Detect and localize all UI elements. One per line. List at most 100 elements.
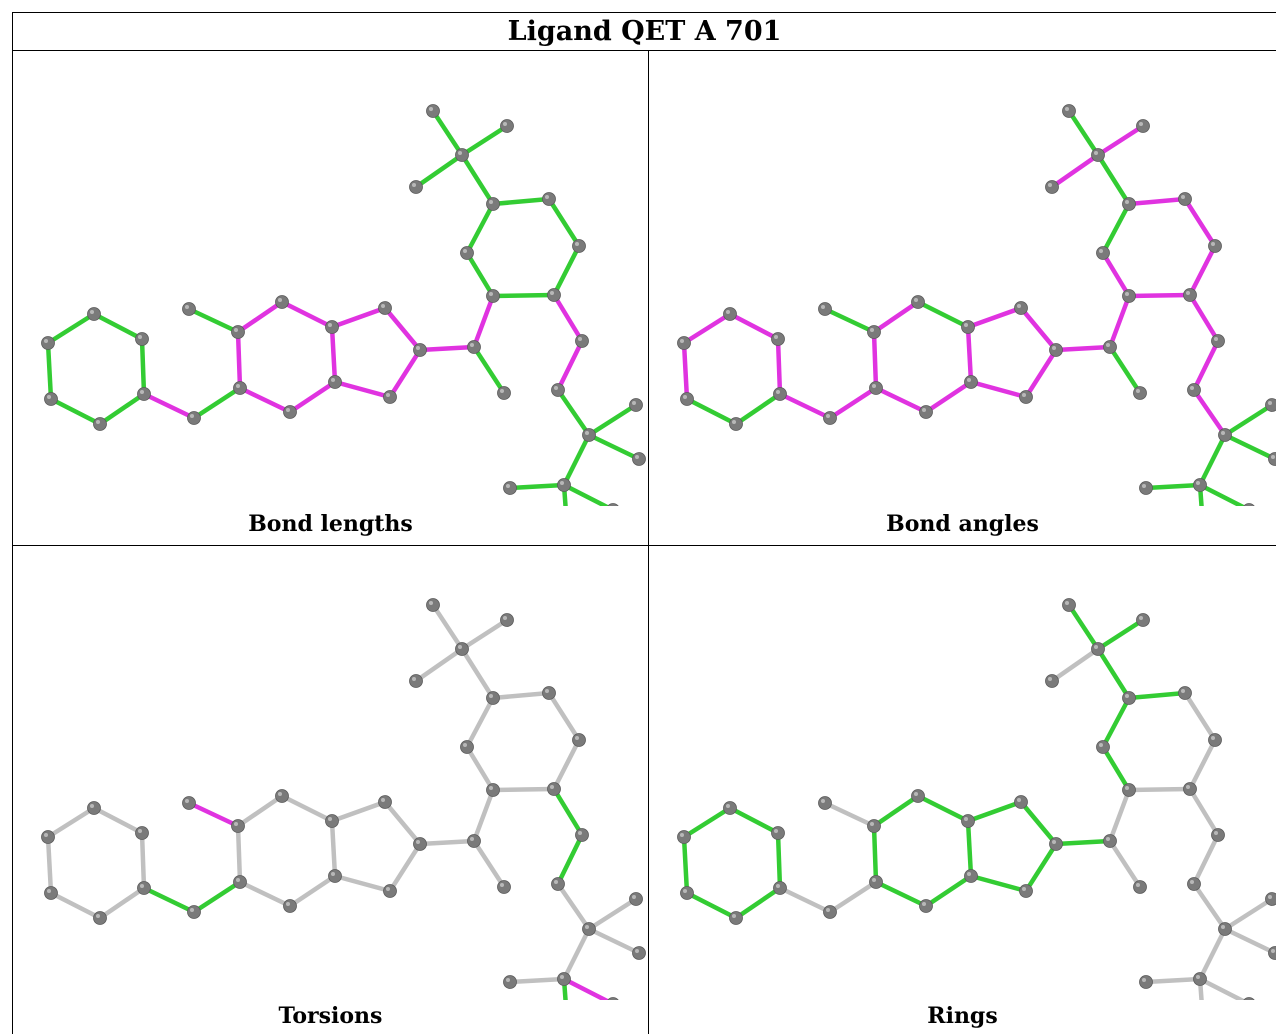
atom-0	[87, 801, 101, 815]
atom-highlight	[967, 872, 971, 876]
bond-30	[459, 617, 510, 652]
atom-highlight	[545, 195, 549, 199]
panel-caption: Torsions	[278, 1003, 383, 1029]
atom-8	[231, 819, 245, 833]
atom-highlight	[429, 601, 433, 605]
atom-highlight	[328, 323, 332, 327]
atom-highlight	[489, 292, 493, 296]
atom-highlight	[1017, 304, 1021, 308]
bond-5	[681, 311, 733, 346]
bond-18	[332, 873, 393, 894]
atom-highlight	[1181, 195, 1185, 199]
bond-8	[822, 800, 877, 829]
atom-highlight	[470, 343, 474, 347]
atom-1	[771, 826, 785, 840]
atom-highlight	[47, 889, 51, 893]
atom-27	[1136, 119, 1150, 133]
bond-15	[965, 799, 1024, 824]
atom-highlight	[914, 298, 918, 302]
atom-highlight	[774, 335, 778, 339]
atom-33	[629, 892, 643, 906]
atom-36	[1243, 997, 1255, 1000]
atom-highlight	[821, 799, 825, 803]
molecule-diagram-bond-angles	[677, 104, 1276, 506]
atom-31	[582, 922, 596, 936]
panel-torsions: Torsions	[12, 545, 649, 1034]
atom-highlight	[190, 414, 194, 418]
atom-35	[1139, 481, 1153, 495]
atom-highlight	[463, 249, 467, 253]
atom-4	[680, 392, 694, 406]
atom-9	[911, 789, 925, 803]
bond-28	[1095, 152, 1132, 207]
atom-24	[460, 246, 474, 260]
bond-28	[459, 646, 496, 701]
atom-highlight	[1125, 694, 1129, 698]
atom-5	[677, 336, 691, 350]
atom-highlight	[500, 883, 504, 887]
atom-8	[867, 325, 881, 339]
bond-36	[1222, 432, 1276, 462]
bond-2	[733, 885, 783, 921]
atom-highlight	[138, 335, 142, 339]
atom-highlight	[776, 884, 780, 888]
atom-11	[328, 375, 342, 389]
bond-25	[1126, 690, 1188, 701]
bond-18	[332, 379, 393, 400]
atom-10	[325, 814, 339, 828]
atom-highlight	[554, 880, 558, 884]
atom-17	[1103, 834, 1117, 848]
atom-highlight	[1139, 616, 1143, 620]
bond-15	[329, 305, 388, 330]
bond-12	[923, 379, 974, 415]
bond-21	[1107, 787, 1132, 844]
atom-36	[607, 503, 619, 506]
atom-highlight	[278, 792, 282, 796]
atom-16	[413, 837, 427, 851]
atom-27	[500, 613, 514, 627]
bond-10	[915, 793, 971, 824]
bond-32	[1187, 292, 1221, 344]
bond-36	[586, 432, 642, 462]
atom-7	[182, 302, 196, 316]
atom-highlight	[90, 804, 94, 808]
bond-3	[48, 890, 103, 921]
bond-21	[1107, 293, 1132, 350]
bond-14	[871, 823, 879, 885]
atom-25	[1091, 642, 1105, 656]
bond-6	[141, 885, 197, 915]
atom-highlight	[922, 408, 926, 412]
bond-23	[1187, 243, 1218, 298]
atom-highlight	[635, 949, 639, 953]
bond-19	[417, 838, 477, 847]
bond-9	[871, 793, 921, 829]
atom-highlight	[47, 395, 51, 399]
atom-3	[93, 911, 107, 925]
bond-16	[382, 305, 423, 353]
bond-17	[387, 347, 423, 400]
bond-5	[45, 311, 97, 346]
bond-36	[586, 926, 642, 956]
atom-highlight	[331, 872, 335, 876]
atom-22	[1178, 686, 1192, 700]
atom-highlight	[550, 291, 554, 295]
atom-19	[1122, 289, 1136, 303]
panel-rings: Rings	[649, 545, 1276, 1034]
atom-highlight	[1099, 743, 1103, 747]
bond-7	[191, 385, 243, 421]
bond-35	[1222, 896, 1275, 932]
atom-34	[632, 452, 646, 466]
bond-25	[490, 690, 552, 701]
bond-23	[1187, 737, 1218, 792]
bond-4	[45, 834, 54, 896]
atom-6	[187, 411, 201, 425]
atom-30	[1187, 383, 1201, 397]
atom-highlight	[1094, 645, 1098, 649]
atom-14	[378, 301, 392, 315]
bond-23	[551, 243, 582, 298]
atom-highlight	[680, 833, 684, 837]
atom-highlight	[632, 895, 636, 899]
atom-24	[1096, 740, 1110, 754]
panel-caption: Rings	[927, 1003, 998, 1029]
atom-highlight	[821, 305, 825, 309]
